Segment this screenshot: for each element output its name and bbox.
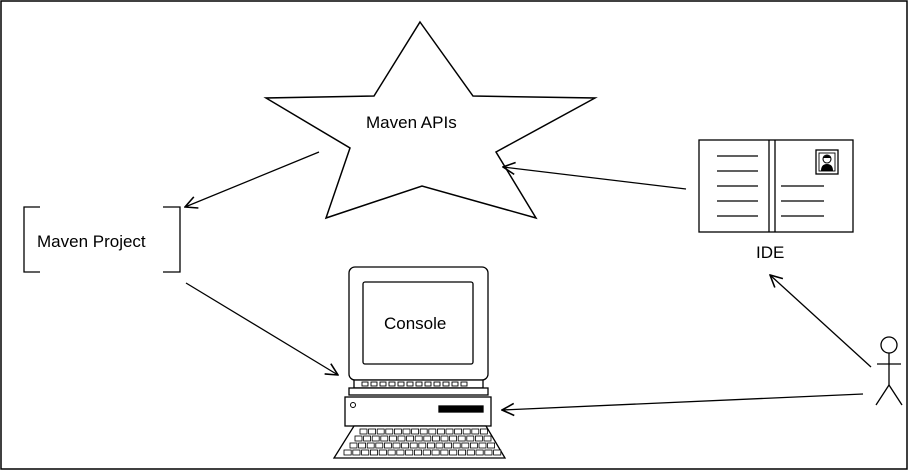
keyboard-key: [479, 428, 488, 435]
monitor-button: [370, 381, 378, 387]
keyboard-key: [369, 449, 378, 456]
arrow-user-to-console: [502, 393, 864, 410]
keyboard-key: [378, 449, 387, 456]
keyboard-key: [426, 442, 435, 449]
keyboard-key: [419, 428, 428, 435]
keyboard-key: [401, 442, 410, 449]
maven-apis-label: Maven APIs: [366, 113, 457, 132]
keyboard-key: [397, 435, 406, 442]
arrow-user-to-ide: [770, 275, 872, 368]
keyboard-key: [461, 442, 470, 449]
keyboard-key: [388, 435, 397, 442]
monitor-button: [460, 381, 468, 387]
keyboard-key: [409, 442, 418, 449]
keyboard-key: [475, 449, 484, 456]
arrows: [185, 151, 872, 410]
keyboard-key: [483, 435, 492, 442]
keyboard-key: [428, 428, 437, 435]
console-label: Console: [384, 314, 447, 333]
keyboard-key: [487, 442, 496, 449]
monitor-button: [415, 381, 423, 387]
arrow-maven-project-to-console: [185, 282, 338, 375]
monitor-button: [433, 381, 441, 387]
keyboard-key: [452, 442, 461, 449]
keyboard-key: [380, 435, 389, 442]
keyboard-key: [478, 442, 487, 449]
monitor-button: [451, 381, 459, 387]
keyboard-key: [471, 428, 480, 435]
monitor-button: [397, 381, 405, 387]
keyboard-key: [402, 428, 411, 435]
keyboard-key: [375, 442, 384, 449]
keyboard-key: [431, 435, 440, 442]
monitor-button: [379, 381, 387, 387]
keyboard-key: [466, 449, 475, 456]
keyboard-key: [405, 449, 414, 456]
keyboard-key: [352, 449, 361, 456]
keyboard-key: [484, 449, 493, 456]
keyboard-key: [392, 442, 401, 449]
keyboard-key: [449, 449, 458, 456]
keyboard-key: [466, 435, 475, 442]
keyboard-key: [387, 449, 396, 456]
keyboard-keys: [343, 428, 502, 456]
keyboard-key: [413, 449, 422, 456]
keyboard-key: [359, 428, 368, 435]
arrow-ide-to-maven-apis: [503, 167, 687, 190]
keyboard-key: [469, 442, 478, 449]
monitor-button: [442, 381, 450, 387]
keyboard-key: [396, 449, 405, 456]
arrow-maven-apis-to-maven-project: [185, 151, 320, 207]
monitor-button: [406, 381, 414, 387]
keyboard-key: [366, 442, 375, 449]
keyboard-key: [444, 442, 453, 449]
maven-project-box[interactable]: [23, 206, 181, 273]
monitor-button: [361, 381, 369, 387]
keyboard-key: [361, 449, 370, 456]
keyboard-key: [393, 428, 402, 435]
keyboard-key: [385, 428, 394, 435]
keyboard-key: [449, 435, 458, 442]
keyboard-key: [431, 449, 440, 456]
keyboard-key: [363, 435, 372, 442]
keyboard-key: [343, 449, 352, 456]
keyboard-key: [406, 435, 415, 442]
keyboard-key: [440, 435, 449, 442]
keyboard-key: [349, 442, 358, 449]
keyboard-key: [457, 435, 466, 442]
keyboard-key: [440, 449, 449, 456]
keyboard-key: [435, 442, 444, 449]
ide-label: IDE: [756, 243, 785, 262]
keyboard-key: [414, 435, 423, 442]
keyboard-key: [371, 435, 380, 442]
keyboard-key: [368, 428, 377, 435]
keyboard-key: [462, 428, 471, 435]
keyboard-key: [436, 428, 445, 435]
keyboard-key: [454, 428, 463, 435]
cpu-unit: [344, 396, 492, 427]
keyboard-key: [422, 449, 431, 456]
maven-project-label: Maven Project: [37, 232, 146, 251]
keyboard-key: [376, 428, 385, 435]
keyboard-key: [457, 449, 466, 456]
keyboard-key: [418, 442, 427, 449]
monitor-screen: [362, 281, 474, 365]
keyboard-key: [358, 442, 367, 449]
keyboard-key: [474, 435, 483, 442]
ide-user-icon: [815, 149, 839, 175]
monitor-buttons: [361, 381, 468, 387]
keyboard-key: [383, 442, 392, 449]
monitor-button: [388, 381, 396, 387]
console-computer[interactable]: [332, 266, 507, 459]
keyboard-key: [493, 449, 502, 456]
disk-drive: [438, 405, 484, 413]
maven-apis-star[interactable]: [263, 20, 598, 220]
user-stick-figure[interactable]: [875, 336, 903, 406]
keyboard-key: [445, 428, 454, 435]
keyboard-key: [411, 428, 420, 435]
monitor-button: [424, 381, 432, 387]
keyboard-key: [423, 435, 432, 442]
keyboard-key: [354, 435, 363, 442]
